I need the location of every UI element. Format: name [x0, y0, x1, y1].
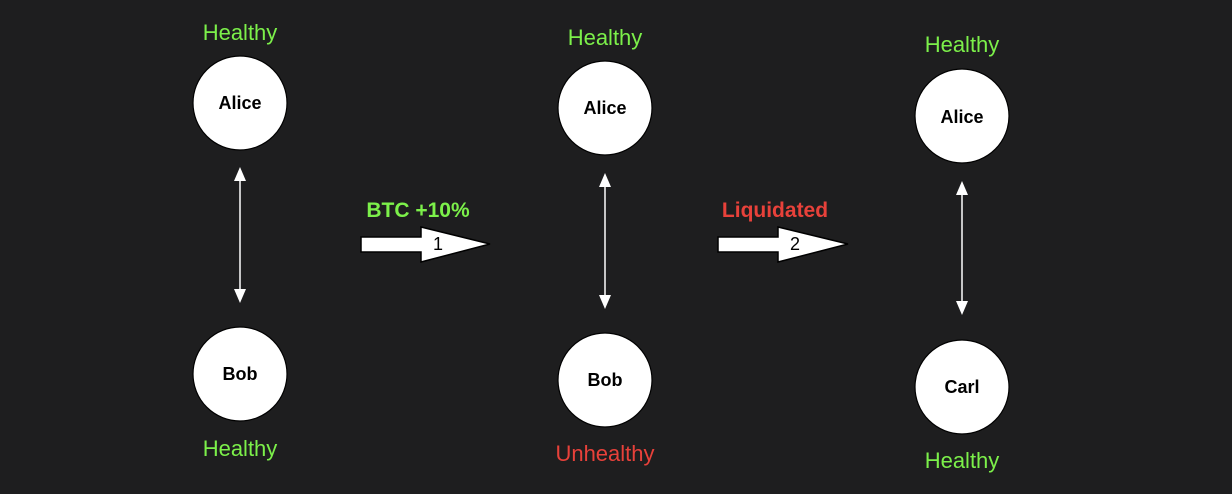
transition-2: Liquidated 2 [717, 199, 849, 263]
stage-3-top-name: Alice [940, 107, 983, 127]
transition-2-arrow [717, 226, 849, 263]
stage-3: Healthy Alice Carl Healthy [914, 32, 1010, 473]
stage-1-bottom-status: Healthy [203, 436, 278, 461]
transition-1-label: BTC +10% [366, 199, 470, 222]
stage-1-bottom-name: Bob [223, 364, 258, 384]
transition-1-number: 1 [433, 234, 443, 254]
stage-2-bottom-status: Unhealthy [555, 441, 654, 466]
stage-3-bottom-name: Carl [944, 377, 979, 397]
stage-2-bottom-name: Bob [588, 370, 623, 390]
stage-3-top-node [914, 68, 1010, 164]
stage-2-link-double-arrow [599, 173, 611, 309]
stage-3-link-double-arrow [956, 181, 968, 315]
transition-2-number: 2 [790, 234, 800, 254]
stage-2-top-status: Healthy [568, 25, 643, 50]
stage-1-bottom-node [192, 326, 288, 422]
stage-2-top-name: Alice [583, 98, 626, 118]
stage-2-bottom-node [557, 332, 653, 428]
transition-1-arrow [360, 226, 491, 263]
stage-1-top-name: Alice [218, 93, 261, 113]
stage-1-link-double-arrow [234, 167, 246, 303]
stage-3-bottom-status: Healthy [925, 448, 1000, 473]
stage-3-top-status: Healthy [925, 32, 1000, 57]
stage-3-bottom-node [914, 339, 1010, 435]
stage-2: Healthy Alice Bob Unhealthy [555, 25, 654, 466]
transition-1: BTC +10% 1 [360, 199, 491, 263]
stage-2-top-node [557, 60, 653, 156]
transition-2-label: Liquidated [722, 199, 828, 222]
stage-1-top-status: Healthy [203, 20, 278, 45]
stage-1-top-node [192, 55, 288, 151]
stage-1: Healthy Alice Bob Healthy [192, 20, 288, 461]
